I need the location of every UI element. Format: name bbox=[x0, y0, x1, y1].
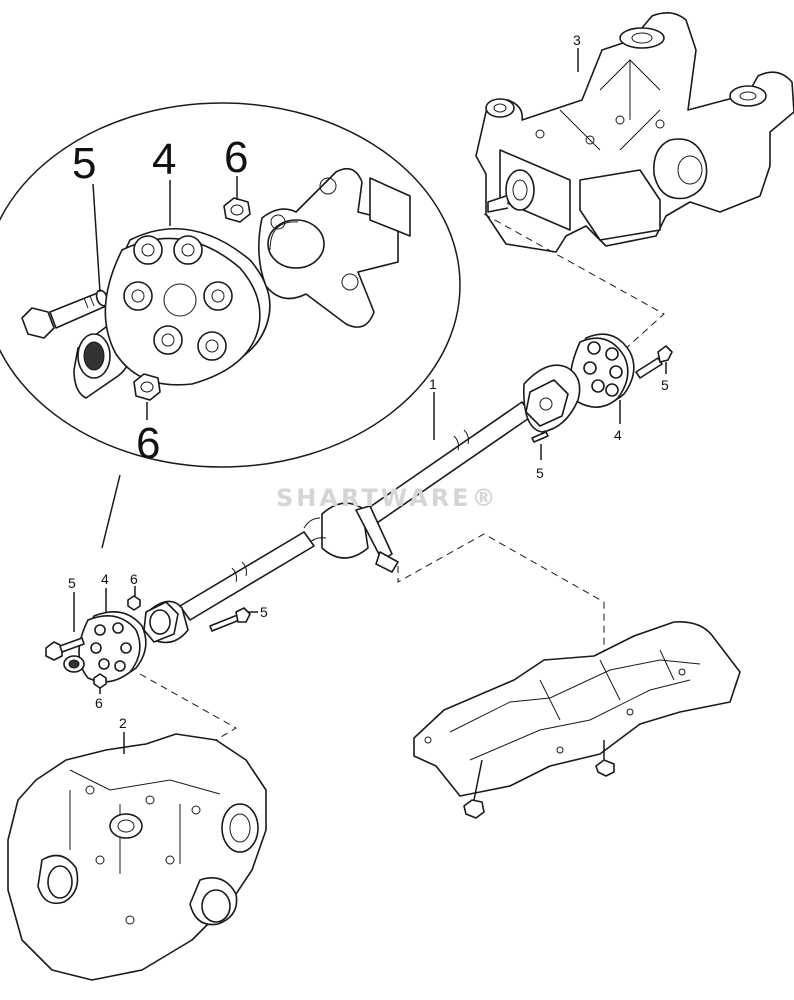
callout-front-6-top: 6 bbox=[130, 571, 138, 587]
callout-rear-4: 4 bbox=[614, 427, 622, 443]
detail-nut-top bbox=[223, 197, 251, 223]
callout-front-5-left: 5 bbox=[68, 575, 76, 591]
rear-differential: 3 bbox=[475, 12, 794, 253]
rear-coupling-bolt bbox=[635, 345, 673, 379]
front-coupling-nuts bbox=[93, 595, 141, 689]
callout-1: 1 bbox=[429, 376, 437, 392]
callout-3: 3 bbox=[573, 32, 581, 48]
callout-rear-5-shaft: 5 bbox=[536, 465, 544, 481]
watermark: SHARTWARE® bbox=[276, 484, 499, 512]
shield-nut-right bbox=[595, 759, 615, 777]
front-coupling-bushing bbox=[63, 655, 85, 673]
callout-detail-6-top: 6 bbox=[224, 133, 248, 182]
gearbox: 2 bbox=[7, 715, 267, 981]
front-dash-line bbox=[139, 673, 237, 753]
callout-front-4: 4 bbox=[101, 571, 109, 587]
detail-shaft-flange bbox=[258, 167, 411, 328]
detail-5-leader bbox=[92, 183, 101, 293]
front-flex-coupling bbox=[78, 610, 147, 683]
callout-front-5-right: 5 bbox=[260, 604, 268, 620]
callout-2: 2 bbox=[119, 715, 127, 731]
front-coupling-bolt bbox=[45, 637, 85, 661]
shield-dash-line bbox=[397, 533, 605, 722]
detail-ellipse-outline bbox=[0, 102, 461, 468]
callout-front-6-bottom: 6 bbox=[95, 695, 103, 711]
propeller-shaft: 1 5 5 bbox=[143, 364, 581, 644]
heat-shield bbox=[413, 621, 741, 819]
callout-rear-5-bolt: 5 bbox=[661, 377, 669, 393]
detail-leader-line bbox=[101, 474, 121, 549]
detail-view: 5 4 6 6 bbox=[0, 102, 461, 549]
rear-dash-line bbox=[483, 213, 665, 351]
callout-detail-5: 5 bbox=[72, 139, 96, 188]
shield-nut-left bbox=[463, 799, 485, 819]
shield-nut-left-leader bbox=[473, 759, 483, 801]
detail-flex-disc bbox=[104, 228, 271, 386]
callout-detail-6-bottom: 6 bbox=[136, 419, 160, 468]
detail-nut-bottom bbox=[133, 373, 161, 401]
rear-flex-coupling bbox=[569, 333, 635, 408]
callout-detail-4: 4 bbox=[152, 135, 176, 184]
detail-bolt bbox=[21, 289, 109, 339]
